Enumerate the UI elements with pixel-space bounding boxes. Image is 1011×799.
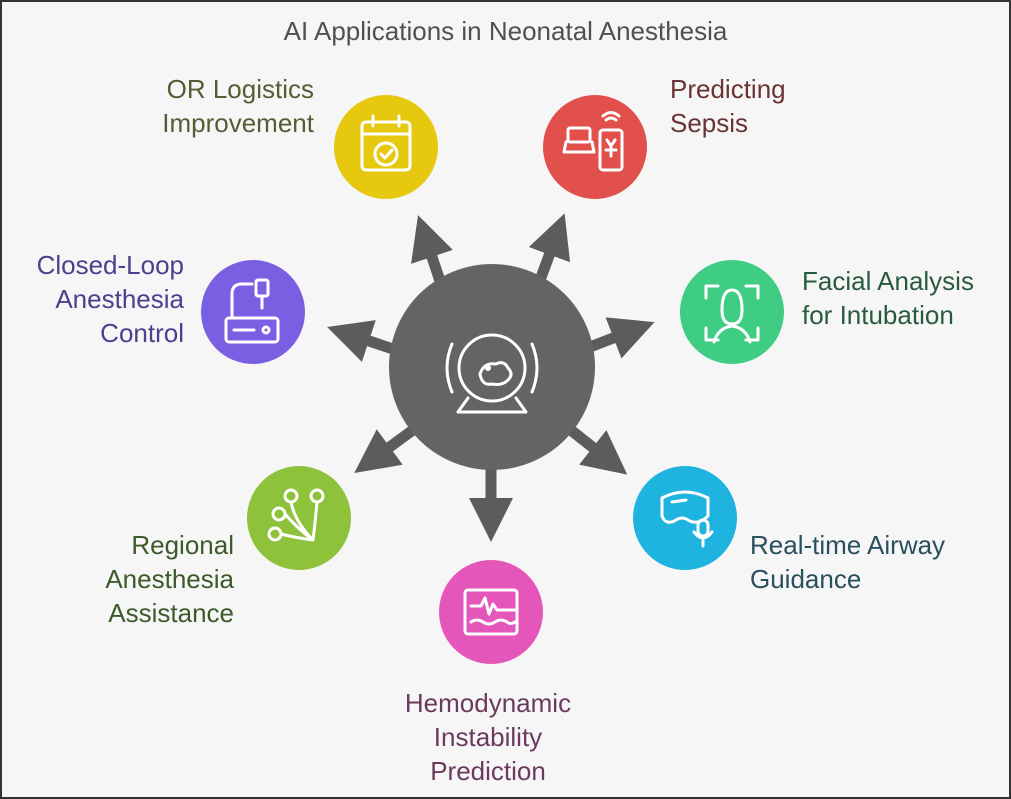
regional-node — [247, 466, 351, 570]
facial-circle — [680, 260, 784, 364]
monitor-waveform-icon — [463, 588, 519, 636]
baby-incubator-icon — [445, 333, 539, 414]
or-logistics-node — [334, 95, 438, 199]
label-facial-analysis: Facial Analysis for Intubation — [802, 266, 974, 330]
airway-node — [633, 466, 737, 570]
hemodynamic-node — [439, 560, 543, 664]
arrow-regional — [354, 422, 421, 474]
face-scan-icon — [704, 284, 760, 344]
sepsis-node — [543, 95, 647, 199]
arrow-airway — [563, 422, 628, 475]
diagram-title: AI Applications in Neonatal Anesthesia — [283, 16, 728, 46]
label-sepsis: Predicting Sepsis — [670, 74, 786, 138]
calendar-check-icon — [360, 114, 412, 172]
regional-circle — [247, 466, 351, 570]
nerve-probe-icon — [267, 488, 325, 542]
scale-phone-icon — [562, 111, 624, 172]
hub-node — [389, 264, 595, 470]
infusion-pump-icon — [224, 278, 280, 344]
hub-circle — [389, 264, 595, 470]
facial-node — [680, 260, 784, 364]
closed-loop-node — [201, 260, 305, 364]
label-hemodynamic: Hemodynamic Instability Prediction — [404, 688, 572, 786]
closed-loop-circle — [201, 260, 305, 364]
label-or-logistics: OR Logistics Improvement — [162, 74, 314, 138]
or-logistics-circle — [334, 95, 438, 199]
sepsis-circle — [543, 95, 647, 199]
label-regional-anesthesia: Regional Anesthesia Assistance — [105, 530, 234, 628]
label-airway-guidance: Real-time Airway Guidance — [750, 530, 946, 594]
mask-microphone-icon — [660, 490, 714, 548]
label-closed-loop: Closed-Loop Anesthesia Control — [36, 250, 184, 348]
